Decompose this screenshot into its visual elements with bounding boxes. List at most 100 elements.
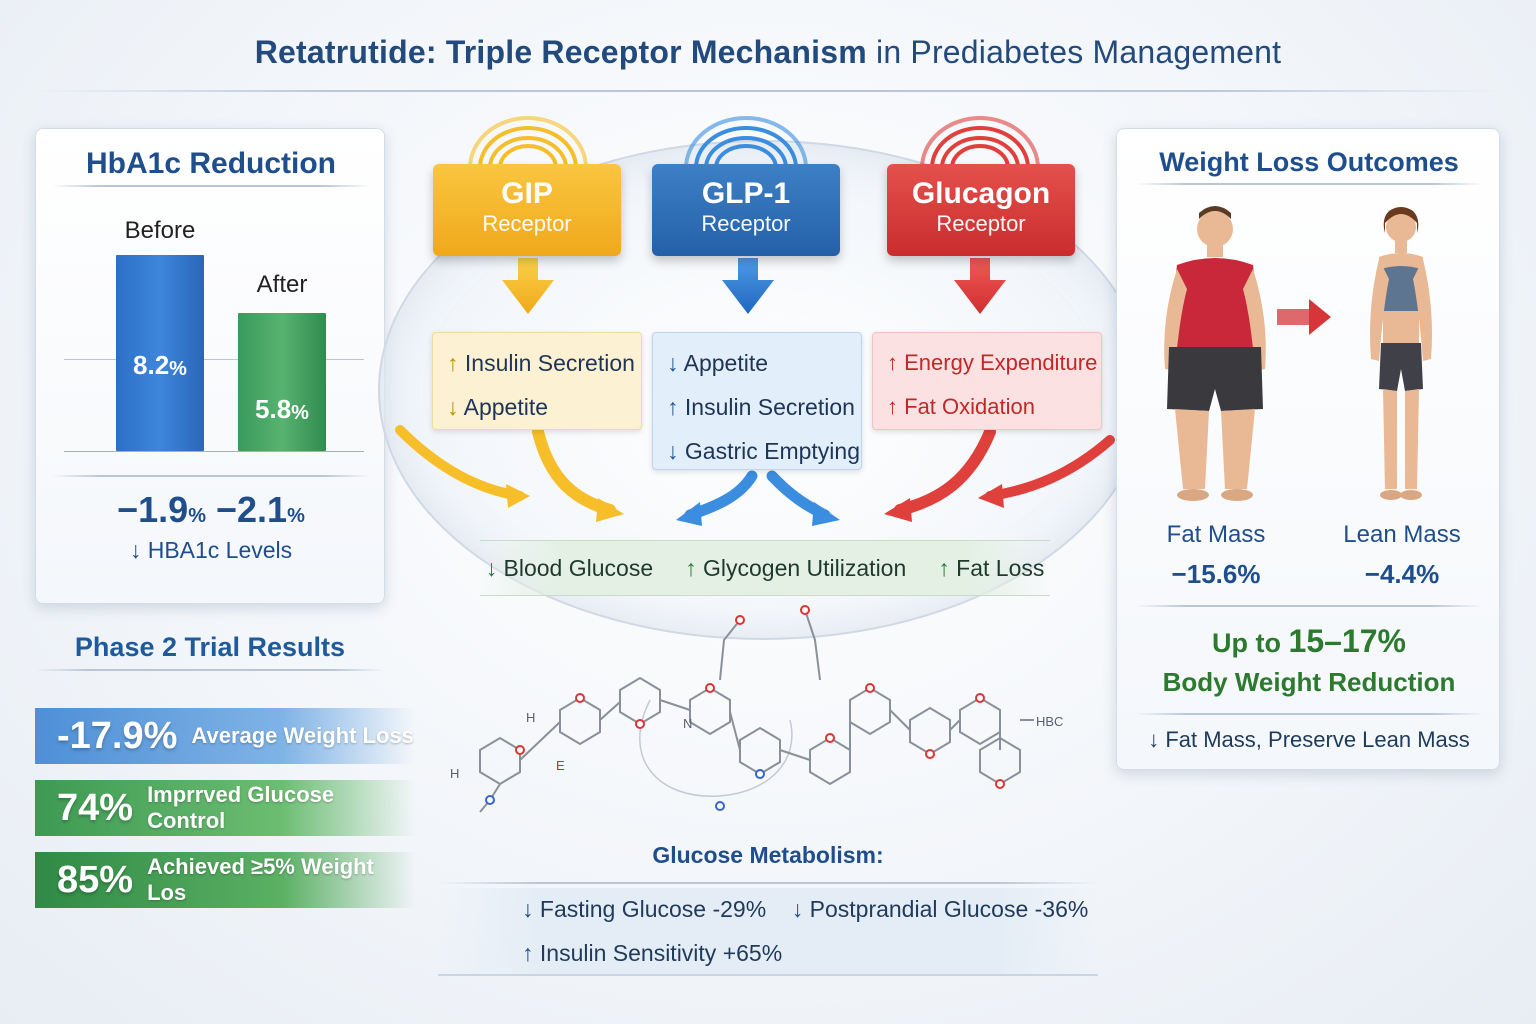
outcome-item: ↑ Glycogen Utilization <box>685 555 906 582</box>
up-arrow-icon: ↑ <box>667 394 679 420</box>
before-bar: 8.2% <box>116 255 204 451</box>
up-arrow-icon: ↑ <box>887 350 898 375</box>
change-2: −2.1 <box>216 489 288 530</box>
trial-result-value: -17.9% <box>57 714 178 757</box>
effect-item: ↓ Appetite <box>667 341 847 385</box>
effect-item: ↑ Energy Expenditure <box>887 341 1097 385</box>
effect-text: Fat Oxidation <box>904 394 1035 419</box>
molecule-label: N <box>683 716 693 731</box>
effect-text: Appetite <box>463 394 549 420</box>
outcome-text: Glycogen Utilization <box>703 554 907 581</box>
down-arrow-icon: ↓ <box>522 896 534 922</box>
page-title-bold: Retatrutide: Triple Receptor Mechanism <box>254 34 867 70</box>
glp1-receptor: GLP-1 Receptor <box>652 164 840 256</box>
down-arrow-icon: ↓ <box>485 554 498 581</box>
metabolism-text: Fasting Glucose -29% <box>539 896 767 922</box>
weight-loss-divider-3 <box>1135 713 1483 715</box>
outcome-item: ↓ Blood Glucose <box>486 555 653 582</box>
phase2-divider <box>35 669 385 671</box>
glucagon-receptor-name: Glucagon <box>911 177 1051 210</box>
weight-loss-divider <box>1135 183 1483 185</box>
glp1-effects: ↓ Appetite ↑ Insulin Secretion ↓ Gastric… <box>652 332 862 470</box>
after-figure-icon <box>1370 207 1432 500</box>
hba1c-levels: ↓ HBA1c Levels <box>129 537 293 563</box>
down-arrow-icon: ↓ <box>667 438 679 464</box>
change-2-pct: % <box>287 505 305 527</box>
change-1: −1.9 <box>117 489 189 530</box>
hba1c-divider-2 <box>52 475 370 477</box>
fat-mass-value: −15.6% <box>1171 559 1261 589</box>
molecule-label: E <box>556 758 565 773</box>
signal-arcs-gip <box>468 116 588 169</box>
change-1-pct: % <box>188 505 206 527</box>
weight-loss-title: Weight Loss Outcomes <box>1159 147 1459 177</box>
trial-result-value: 74% <box>57 786 134 829</box>
molecule-atoms <box>485 605 1005 811</box>
molecule-label: H <box>450 766 460 781</box>
trial-result-achieved: 85% Achieved ≥5% Weight Los <box>35 852 415 908</box>
down-arrow-icon: ↓ <box>791 896 804 922</box>
outcome-item: ↑ Fat Loss <box>938 555 1044 582</box>
signal-arcs-glucagon <box>920 116 1040 169</box>
gip-receptor: GIP Receptor <box>433 164 621 256</box>
body-figures <box>1164 206 1432 501</box>
trial-result-text: Imprrved Glucose Control <box>147 782 335 833</box>
glp1-receptor-name: GLP-1 <box>701 177 791 210</box>
weight-loss-footer: ↓ Fat Mass, Preserve Lean Mass <box>1148 727 1470 752</box>
lean-mass-label: Lean Mass <box>1343 521 1461 548</box>
up-arrow-icon: ↑ <box>685 554 697 581</box>
after-value: 5.8 <box>255 394 292 424</box>
metabolism-text: Postprandial Glucose -36% <box>809 896 1089 922</box>
effect-text: Insulin Secretion <box>464 350 635 376</box>
gip-effects: ↑ Insulin Secretion ↓ Appetite <box>432 332 642 430</box>
lean-mass-value: −4.4% <box>1364 559 1440 589</box>
fat-mass-label: Fat Mass <box>1166 521 1266 548</box>
glucose-metabolism-title: Glucose Metabolism: <box>652 842 884 868</box>
title-divider <box>36 90 1500 92</box>
gip-receptor-name: GIP <box>501 177 553 210</box>
up-arrow-icon: ↑ <box>522 940 534 966</box>
effect-item: ↑ Insulin Secretion <box>447 341 635 385</box>
gip-receptor-sub: Receptor <box>482 211 572 236</box>
weight-reduction-label: Body Weight Reduction <box>1162 667 1456 697</box>
up-arrow-icon: ↑ <box>447 350 459 376</box>
glucose-metabolism-row: ↓ Fasting Glucose -29% ↓ Postprandial Gl… <box>522 896 1088 923</box>
range-value: 15–17% <box>1288 623 1406 659</box>
up-to-text: Up to <box>1212 628 1289 658</box>
trial-result-weight-loss: -17.9% Average Weight Loss <box>35 708 415 764</box>
effect-text: Gastric Emptying <box>684 438 860 464</box>
glucagon-receptor-sub: Receptor <box>936 211 1026 236</box>
signal-arcs-glp1 <box>684 116 808 169</box>
before-pct: % <box>169 358 187 380</box>
trial-result-text: Average Weight Loss <box>191 723 414 748</box>
hba1c-changes: −1.9% −2.1% <box>36 489 386 531</box>
page-title: Retatrutide: Triple Receptor Mechanism i… <box>0 34 1536 71</box>
page-title-rest: in Prediabetes Management <box>866 34 1282 70</box>
glucose-metabolism-box <box>438 888 1098 976</box>
weight-loss-panel: Weight Loss Outcomes <box>1116 128 1500 770</box>
before-figure-icon <box>1164 206 1266 501</box>
up-arrow-icon: ↑ <box>938 554 950 581</box>
trial-result-value: 85% <box>57 858 134 901</box>
down-arrow-icon: ↓ <box>447 394 459 420</box>
outcome-text: Blood Glucose <box>503 554 654 581</box>
after-label: After <box>256 271 308 298</box>
combined-outcomes: ↓ Blood Glucose ↑ Glycogen Utilization ↑… <box>480 540 1050 596</box>
weight-reduction-range: Up to 15–17% <box>1117 623 1501 660</box>
trial-result-text: Achieved ≥5% Weight Los <box>147 854 374 905</box>
hba1c-title: HbA1c Reduction <box>85 147 337 180</box>
glucagon-receptor: Glucagon Receptor <box>887 164 1075 256</box>
glucose-metabolism-row: ↑ Insulin Sensitivity +65% <box>522 940 782 967</box>
metabolism-text: Insulin Sensitivity +65% <box>539 940 783 966</box>
molecule-structure <box>479 609 1034 813</box>
hba1c-panel: HbA1c Reduction Before After 8.2% 5.8% −… <box>35 128 385 604</box>
weight-loss-divider-2 <box>1135 605 1483 607</box>
effect-item: ↑ Insulin Secretion <box>667 385 855 429</box>
connector-arrows <box>502 258 1006 314</box>
after-bar: 5.8% <box>238 313 326 451</box>
after-pct: % <box>291 402 309 424</box>
effect-text: Appetite <box>683 350 769 376</box>
down-arrow-icon: ↓ <box>667 350 679 376</box>
phase2-title: Phase 2 Trial Results <box>74 632 346 662</box>
